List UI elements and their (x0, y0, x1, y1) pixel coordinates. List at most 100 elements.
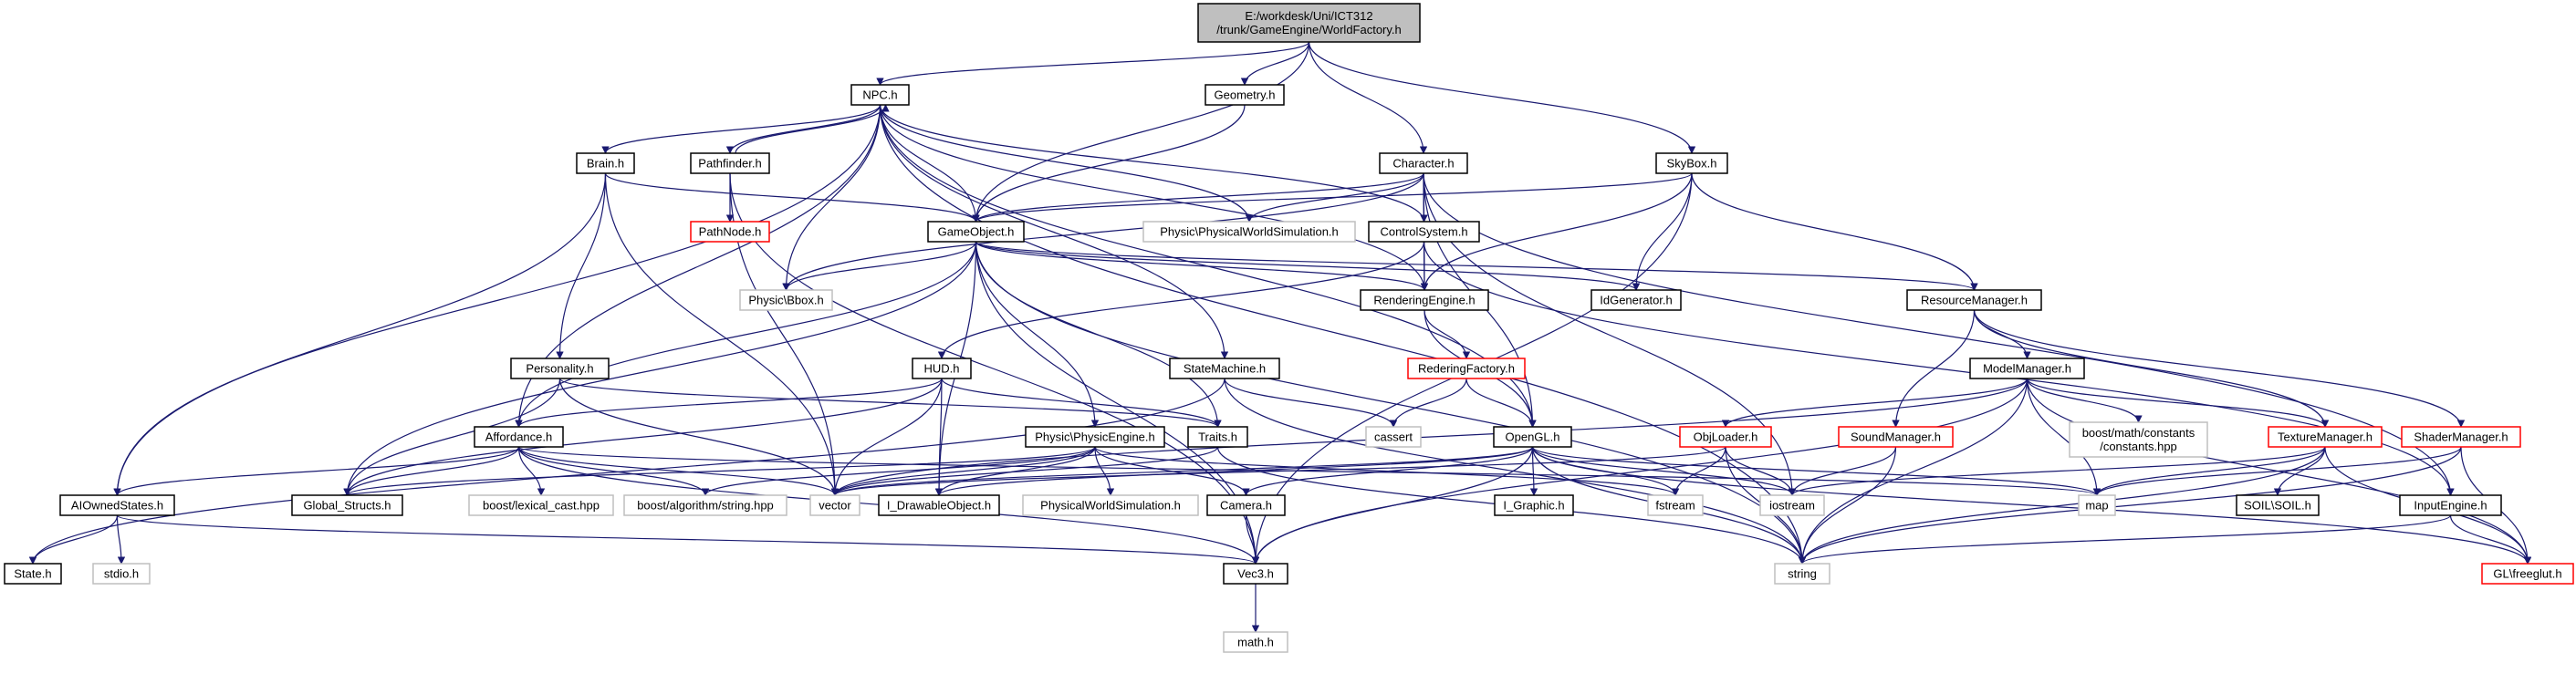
node-pathfinder[interactable]: Pathfinder.h (690, 152, 770, 174)
node-box (474, 426, 564, 448)
node-boostlexical[interactable]: boost/lexical_cast.hpp (468, 494, 614, 516)
node-box (1906, 289, 2042, 311)
node-camera[interactable]: Camera.h (1206, 494, 1286, 516)
node-physicengine[interactable]: Physic\PhysicEngine.h (1025, 426, 1165, 448)
edge-affordance-to-aiownedstates (113, 446, 520, 496)
edge-skybox-to-renderingengine (1420, 172, 1693, 291)
edge-texturemanager-to-iostream (1788, 446, 2326, 496)
node-iostream[interactable]: iostream (1759, 494, 1825, 516)
node-label: Physic\PhysicalWorldSimulation.h (1160, 225, 1339, 239)
edge-npc-to-brain (601, 104, 881, 154)
edge-shadermanager-to-string (1798, 446, 2462, 565)
node-label: E:/workdesk/Uni/ICT312 (1245, 9, 1372, 23)
node-label: GL\freeglut.h (2493, 567, 2561, 581)
edge-affordance-to-vector (517, 446, 840, 496)
node-box (1223, 563, 1288, 585)
edge-resourcemanager-to-modelmanager (1973, 309, 2031, 359)
node-box (1368, 221, 1480, 243)
node-globalstructs[interactable]: Global_Structs.h (291, 494, 403, 516)
node-boostalgo[interactable]: boost/algorithm/string.hpp (623, 494, 787, 516)
edge-npc-to-renderingengine (879, 104, 1429, 291)
node-igraphic[interactable]: I_Graphic.h (1494, 494, 1574, 516)
node-personality[interactable]: Personality.h (510, 358, 610, 379)
edge-gameobject-to-globalstructs (343, 241, 977, 496)
edge-objloader-to-iostream (1725, 446, 1797, 496)
node-box (2268, 426, 2383, 448)
node-modelmanager[interactable]: ModelManager.h (1969, 358, 2085, 379)
node-physicbbox[interactable]: Physic\Bbox.h (739, 289, 833, 311)
node-npc[interactable]: NPC.h (850, 84, 910, 106)
node-rederingfactory[interactable]: RederingFactory.h (1407, 358, 1526, 379)
node-vector[interactable]: vector (809, 494, 860, 516)
node-objloader[interactable]: ObjLoader.h (1679, 426, 1772, 448)
node-state[interactable]: State.h (4, 563, 62, 585)
node-cassert[interactable]: cassert (1365, 426, 1422, 448)
node-traits[interactable]: Traits.h (1187, 426, 1248, 448)
node-box (690, 221, 770, 243)
node-string[interactable]: string (1774, 563, 1830, 585)
edge-modelmanager-to-string (1798, 378, 2028, 565)
node-idrawable[interactable]: I_DrawableObject.h (878, 494, 1000, 516)
node-vec3[interactable]: Vec3.h (1223, 563, 1288, 585)
node-label: Brain.h (587, 157, 624, 171)
edge-soundmanager-to-iostream (1788, 446, 1897, 496)
edge-skybox-to-idgenerator (1632, 172, 1693, 291)
node-skybox[interactable]: SkyBox.h (1655, 152, 1728, 174)
node-box (878, 494, 1000, 516)
node-character[interactable]: Character.h (1379, 152, 1468, 174)
node-box (1379, 152, 1468, 174)
node-physicworld[interactable]: Physic\PhysicalWorldSimulation.h (1142, 221, 1356, 243)
node-box (850, 84, 910, 106)
node-brain[interactable]: Brain.h (576, 152, 635, 174)
node-controlsystem[interactable]: ControlSystem.h (1368, 221, 1480, 243)
edge-gameobject-to-string (975, 241, 1807, 565)
node-aiownedstates[interactable]: AIOwnedStates.h (59, 494, 175, 516)
edge-texturemanager-to-string (1798, 446, 2326, 565)
node-box (1169, 358, 1280, 379)
node-root[interactable]: E:/workdesk/Uni/ICT312/trunk/GameEngine/… (1197, 3, 1421, 43)
node-soil[interactable]: SOIL\SOIL.h (2236, 494, 2320, 516)
node-shadermanager[interactable]: ShaderManager.h (2401, 426, 2521, 448)
node-box (576, 152, 635, 174)
node-label: math.h (1237, 636, 1274, 649)
node-inputengine[interactable]: InputEngine.h (2399, 494, 2502, 516)
edge-texturemanager-to-soil (2273, 446, 2326, 496)
node-label: vector (819, 499, 851, 513)
node-texturemanager[interactable]: TextureManager.h (2268, 426, 2383, 448)
node-gameobject[interactable]: GameObject.h (927, 221, 1025, 243)
node-opengl[interactable]: OpenGL.h (1493, 426, 1572, 448)
node-geometry[interactable]: Geometry.h (1205, 84, 1285, 106)
node-box (1590, 289, 1682, 311)
node-affordance[interactable]: Affordance.h (474, 426, 564, 448)
node-mathh[interactable]: math.h (1223, 631, 1288, 653)
node-label: PathNode.h (699, 225, 762, 239)
edge-hud-to-traits (941, 378, 1222, 428)
node-label: ModelManager.h (1983, 362, 2071, 376)
node-label: RederingFactory.h (1418, 362, 1515, 376)
node-box (809, 494, 860, 516)
node-hud[interactable]: HUD.h (912, 358, 972, 379)
node-idgenerator[interactable]: IdGenerator.h (1590, 289, 1682, 311)
node-fstream[interactable]: fstream (1647, 494, 1704, 516)
node-freeglut[interactable]: GL\freeglut.h (2481, 563, 2574, 585)
node-map[interactable]: map (2078, 494, 2116, 516)
node-label: stdio.h (104, 567, 139, 581)
node-renderingengine[interactable]: RenderingEngine.h (1360, 289, 1489, 311)
node-box (1679, 426, 1772, 448)
node-pathnode[interactable]: PathNode.h (690, 221, 770, 243)
node-stdio[interactable]: stdio.h (92, 563, 151, 585)
node-label: NPC.h (862, 88, 897, 102)
node-label: HUD.h (923, 362, 959, 376)
edge-affordance-to-boostlexical (517, 446, 546, 496)
node-soundmanager[interactable]: SoundManager.h (1838, 426, 1954, 448)
node-boostconst[interactable]: boost/math/constants/constants.hpp (2069, 421, 2208, 458)
node-label: AIOwnedStates.h (71, 499, 163, 513)
node-resourcemanager[interactable]: ResourceManager.h (1906, 289, 2042, 311)
node-box (1022, 494, 1199, 516)
edge-skybox-to-resourcemanager (1691, 172, 1978, 291)
node-physworldsim[interactable]: PhysicalWorldSimulation.h (1022, 494, 1199, 516)
node-box (1206, 494, 1286, 516)
node-label: IdGenerator.h (1600, 294, 1673, 307)
node-statemachine[interactable]: StateMachine.h (1169, 358, 1280, 379)
edge-npc-to-gameobject (879, 104, 980, 223)
